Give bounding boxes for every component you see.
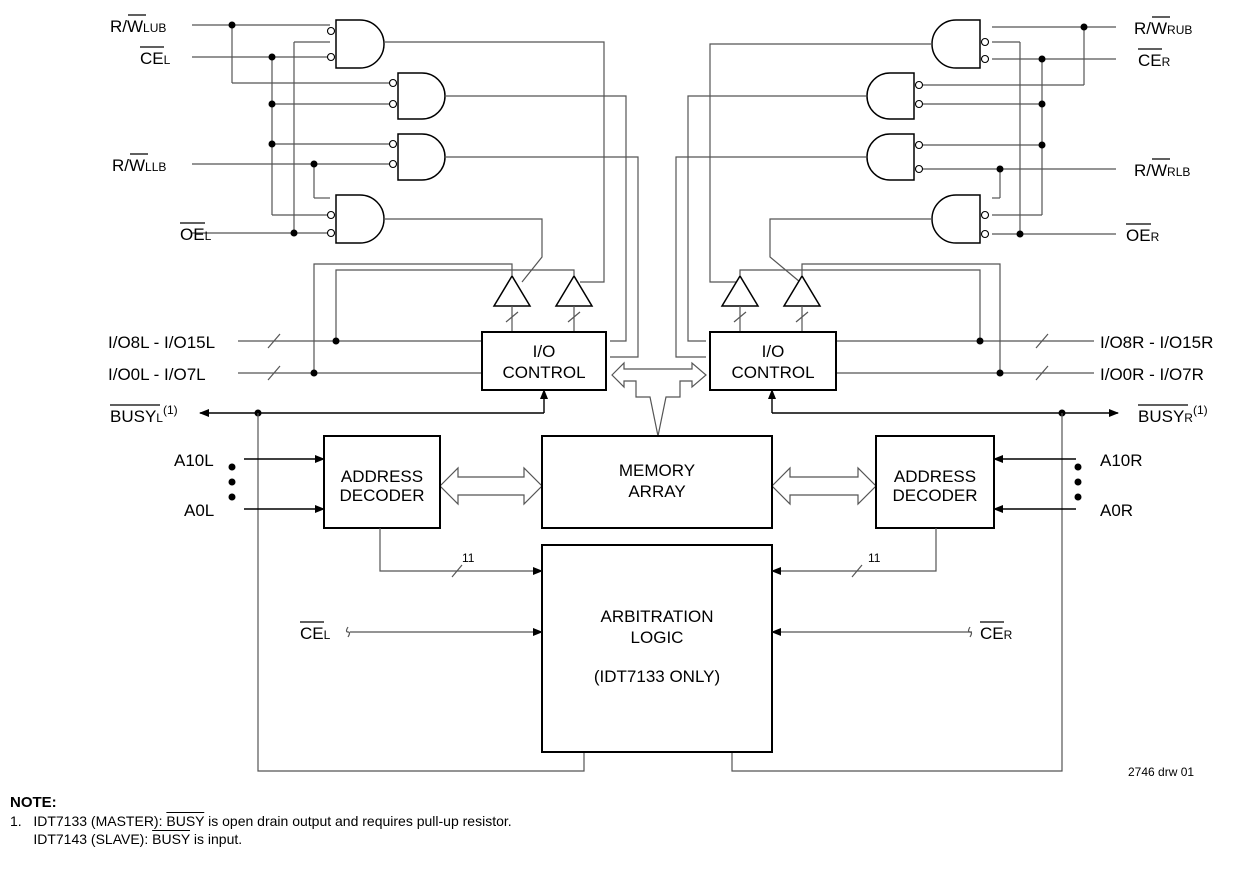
address-decoder-left-block: ADDRESS DECODER [323,435,441,529]
label-a10-r: A10R [1100,451,1143,470]
io-control-right-line2: CONTROL [731,363,814,382]
memory-array-line1: MEMORY [619,461,695,480]
address-decoder-right-line2: DECODER [892,486,977,505]
buffer-left-low [492,274,532,307]
and-gate-lower-byte-output-left [388,133,446,181]
label-rw-rub: R/WRUB [1134,19,1192,38]
note-line-2: IDT7143 (SLAVE): BUSY is input. [10,831,243,847]
ellipsis-dot [1074,463,1082,471]
label-oe-r: OER [1126,226,1160,245]
io-control-left-line2: CONTROL [502,363,585,382]
label-a0-l: A0L [184,501,214,520]
label-io-high-l: I/O8L - I/O15L [108,333,215,352]
address-decoder-right-block: ADDRESS DECODER [875,435,995,529]
label-rw-llb: R/WLLB [112,156,166,175]
io-control-right-block: I/O CONTROL [709,331,837,391]
junction-dot [1080,23,1088,31]
busy-lines [199,389,1119,772]
io-to-memory-bus [611,361,707,437]
and-gate-upper-byte-output-left [388,72,446,120]
and-gate-lower-byte-write-left [326,194,385,244]
left-control-logic [192,19,639,358]
junction-dot [1016,230,1024,238]
label-ce-l: CEL [140,49,171,68]
address-decoder-right-line1: ADDRESS [894,467,976,486]
memory-array-line2: ARRAY [628,482,685,501]
bus-width-right: 11 [868,551,881,565]
address-inputs [228,455,1082,513]
junction-dot [996,369,1004,377]
junction-dot [268,140,276,148]
label-rw-lub: R/WLUB [110,17,166,36]
label-a10-l: A10L [174,451,214,470]
junction-dot [290,229,298,237]
ellipsis-dot [228,463,236,471]
and-gate-lower-byte-output-right [866,133,924,181]
arbitration-line3: (IDT7133 ONLY) [594,667,720,686]
io-control-left-line1: I/O [533,342,556,361]
memory-array-block: MEMORY ARRAY [541,435,773,529]
junction-dot [332,337,340,345]
ellipsis-dot [228,478,236,486]
right-control-logic [675,19,1116,358]
junction-dot [310,160,318,168]
arbitration-line2: LOGIC [631,628,684,647]
block-diagram: I/O CONTROL I/O CONTROL MEMORY ARRAY ADD… [108,14,1213,779]
buffer-left-high [554,274,594,307]
drawing-number: 2746 drw 01 [1128,765,1194,779]
junction-dot [268,100,276,108]
right-decoder-bus [771,466,877,506]
and-gate-upper-byte-write-right [931,19,990,69]
label-io-low-r: I/O0R - I/O7R [1100,365,1204,384]
ellipsis-dot [228,493,236,501]
and-gate-lower-byte-write-right [931,194,990,244]
arbitration-line1: ARBITRATION [600,607,713,626]
line-break-right [967,626,973,638]
label-ce-r: CER [1138,51,1171,70]
junction-dot [976,337,984,345]
label-io-high-r: I/O8R - I/O15R [1100,333,1213,352]
address-decoder-left-line1: ADDRESS [341,467,423,486]
label-io-low-l: I/O0L - I/O7L [108,365,206,384]
label-busy-l: BUSYL(1) [110,403,178,426]
and-gate-upper-byte-output-right [866,72,924,120]
junction-dot [1038,141,1046,149]
internal-buses [439,361,877,506]
junction-dot [268,53,276,61]
label-ce-r-arb: CER [980,624,1013,643]
junction-dot [1038,55,1046,63]
junction-dot [310,369,318,377]
label-oe-l: OEL [180,225,212,244]
ellipsis-dot [1074,478,1082,486]
label-busy-r: BUSYR(1) [1138,403,1208,426]
bus-width-left: 11 [462,551,475,565]
io-control-right-line1: I/O [762,342,785,361]
junction-dot [996,165,1004,173]
notes-title: NOTE: [10,794,57,811]
buffer-right-low [782,274,822,307]
io-buffers [313,263,1001,373]
label-a0-r: A0R [1100,501,1133,520]
left-labels: R/WLUB CEL R/WLLB OEL I/O8L - I/O15L I/O… [108,14,331,643]
io-lines [238,333,1094,381]
io-control-left-block: I/O CONTROL [481,331,607,391]
buffer-right-high [720,274,760,307]
label-ce-l-arb: CEL [300,624,331,643]
notes-section: NOTE: 1. IDT7133 (MASTER): BUSY is open … [10,794,512,848]
right-labels: R/WRUB CER R/WRLB OER I/O8R - I/O15R I/O… [980,16,1213,643]
arbitration-logic-block: ARBITRATION LOGIC (IDT7133 ONLY) [541,544,773,753]
left-decoder-bus [439,466,543,506]
address-decoder-left-line2: DECODER [339,486,424,505]
decoder-to-arbitration: 11 11 [345,528,973,638]
and-gate-upper-byte-write-left [326,19,385,69]
ellipsis-dot [1074,493,1082,501]
junction-dot [228,21,236,29]
line-break-left [345,626,351,638]
note-line-1: 1. IDT7133 (MASTER): BUSY is open drain … [10,813,512,829]
junction-dot [1038,100,1046,108]
label-rw-rlb: R/WRLB [1134,161,1190,180]
